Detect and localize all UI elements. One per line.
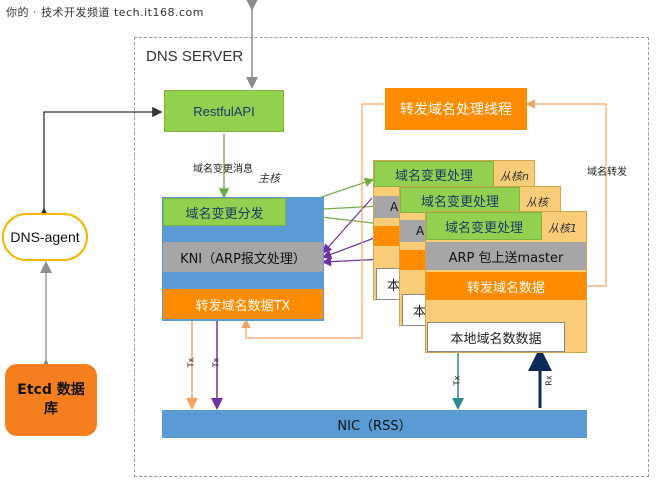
slave-core-mid-title: 域名变更处理 [420,194,499,210]
slave-core-mid-local-text: 本 [413,304,427,320]
tx-label-1: Tx [186,357,196,368]
slave-core-n-arp-text: A [390,200,399,214]
dns-agent-node: DNS-agent [2,213,88,261]
dispatch-label: 域名变更分发 [185,206,264,222]
slave-core-n-title: 域名变更处理 [394,168,473,184]
slave-core-1-forward-text: 转发域名数据 [466,280,545,296]
nic-label: NIC（RSS） [337,418,412,434]
domain-change-msg-label: 域名变更消息 [193,164,253,175]
main-tx-box: 转发域名数据TX [163,289,323,319]
dns-server-title: DNS SERVER [146,48,244,65]
slave-core-1-local-row: 本地域名数数据 [427,322,565,352]
kni-box: KNI（ARP报文处理） [163,242,323,272]
slave-core-1-arp-row: ARP 包上送master [426,242,586,270]
dns-server-frame [134,37,649,477]
forward-thread-box: 转发域名处理线程 [385,88,527,130]
slave-core-mid-title-box: 域名变更处理 [400,187,520,213]
tx-label-3: Tx [452,375,462,386]
etcd-database-label: Etcd 数据库 [17,382,85,417]
watermark: 你的 · 技术开发频道 tech.it168.com [6,6,204,19]
dns-agent-label: DNS-agent [10,229,80,245]
slave-core-mid-arp-text: A [416,224,425,238]
slave-core-n-title-box: 域名变更处理 [374,161,494,187]
slave-core-1-arp-text: ARP 包上送master [448,250,564,266]
domain-forward-label: 域名转发 [587,167,627,178]
tx-label-2: Tx [211,357,221,368]
restful-api-box: RestfulAPI [164,90,284,132]
nic-bar: NIC（RSS） [162,410,587,438]
kni-label: KNI（ARP报文处理） [180,251,306,267]
restful-api-label: RestfulAPI [193,103,255,119]
slave-core-n-label: 从核n [500,170,529,183]
forward-thread-label: 转发域名处理线程 [400,102,512,118]
slave-core-1-title-box: 域名变更处理 [426,212,542,240]
slave-core-1-local-text: 本地域名数数据 [450,331,542,347]
slave-core-1-title: 域名变更处理 [444,220,523,236]
slave-core-1-label: 从核1 [548,222,577,235]
etcd-database-node: Etcd 数据库 [5,364,97,436]
slave-core-1-forward-row: 转发域名数据 [426,272,586,300]
slave-core-n-local-text: 本 [387,278,401,294]
main-core-label: 主核 [258,172,280,185]
dispatch-box: 域名变更分发 [163,198,286,226]
slave-core-mid-label: 从核 [526,196,548,209]
main-tx-label: 转发域名数据TX [195,298,291,314]
rx-label: Rx [544,375,554,386]
